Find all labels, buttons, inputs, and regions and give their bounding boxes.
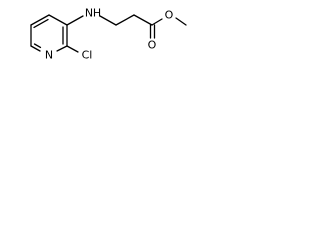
bond-ring-1-inner — [33, 18, 49, 29]
bond-c-cl — [66, 45, 79, 53]
bond-ring-6 — [48, 14, 68, 26]
bond-ring-3 — [30, 45, 41, 52]
bond-ch2-ch2 — [115, 14, 135, 26]
bond-o-ch3 — [175, 17, 187, 26]
atom-amine-h: H — [93, 7, 101, 20]
bond-ring-4 — [56, 45, 68, 52]
bond-ring-1 — [30, 14, 50, 26]
molecule-structure: N H N Cl O O — [30, 7, 187, 62]
atom-carbonyl-o: O — [148, 39, 157, 52]
bond-c-nh — [66, 15, 84, 26]
atom-ester-o: O — [165, 9, 174, 22]
atom-amine-n: N — [85, 7, 93, 20]
bond-ring-3-inner — [33, 43, 42, 49]
bond-ch2-c — [133, 14, 153, 26]
atom-ring-n: N — [45, 49, 53, 62]
bond-nh-ch2 — [99, 15, 117, 26]
atom-chloro: Cl — [82, 49, 93, 62]
bond-c-o-ester — [151, 18, 163, 26]
